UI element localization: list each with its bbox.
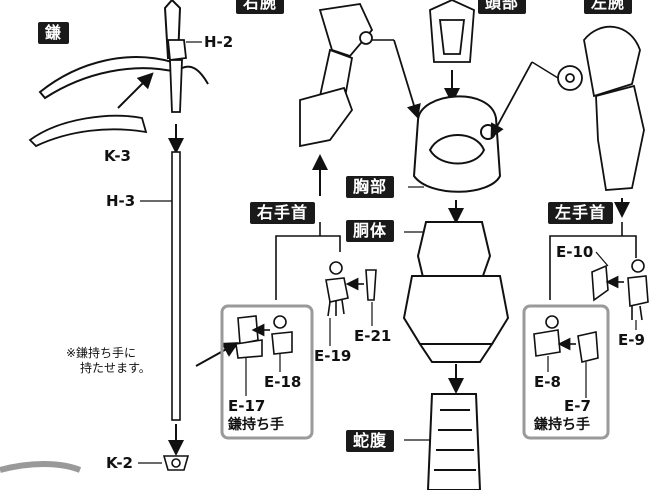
grip-box-right-hand [220,304,314,440]
hand-e21 [365,269,377,301]
label-e21: E-21 [354,327,392,345]
part-k2-cap [162,455,190,471]
label-h2: H-2 [204,33,234,51]
arrow-to-grip-box [195,342,239,367]
badge-head: 頭部 [478,0,527,14]
badge-kama: 鎌 [38,22,70,44]
badge-snake-belly: 蛇腹 [346,430,395,452]
hand-e10 [591,264,609,302]
note-line-2: 持たせます。 [80,361,151,375]
hand-e19 [325,261,349,317]
badge-chest: 胸部 [346,176,395,198]
hand-e9 [627,259,649,321]
badge-right-arm: 右腕 [236,0,285,14]
hand-e7 [577,331,599,363]
part-h2-head [167,39,187,113]
snake-belly-part [426,393,482,490]
leader-left-arm [531,61,559,79]
arrow-right-arm [393,39,421,119]
caption-grip-left-hand: 鎌持ち手 [534,417,590,433]
label-e10: E-10 [556,243,594,261]
hand-e8 [533,315,561,357]
bracket-left-hand [549,235,637,300]
note-line-1: ※鎌持ち手に [66,346,137,360]
hand-e18 [271,315,293,355]
bracket-right-hand [275,235,341,300]
label-e7: E-7 [564,397,591,415]
label-e8: E-8 [534,373,561,391]
hand-e17 [235,315,263,359]
badge-left-arm: 左腕 [584,0,633,14]
leader-e10 [595,251,609,267]
label-e19: E-19 [314,347,352,365]
arrow-k3-to-blade [117,72,154,109]
head-part [429,0,475,63]
grip-box-left-hand [522,304,610,440]
left-arm-part [557,25,645,191]
part-h3-shaft [171,151,181,421]
arrow-left-arm [490,61,533,139]
chest-part [412,95,502,193]
badge-right-hand: 右手首 [250,202,316,224]
part-k3-blade [28,114,148,148]
label-k2: K-2 [106,454,133,472]
caption-grip-right-hand: 鎌持ち手 [228,417,284,433]
label-e17: E-17 [228,397,266,415]
torso-part [402,221,510,363]
label-k3: K-3 [104,147,131,165]
badge-left-hand: 左手首 [548,202,614,224]
next-part-edge [0,461,82,473]
label-e18: E-18 [264,373,302,391]
label-e9: E-9 [618,331,645,349]
right-arm-part [299,3,374,148]
badge-torso: 胴体 [346,220,395,242]
label-h3: H-3 [106,192,136,210]
